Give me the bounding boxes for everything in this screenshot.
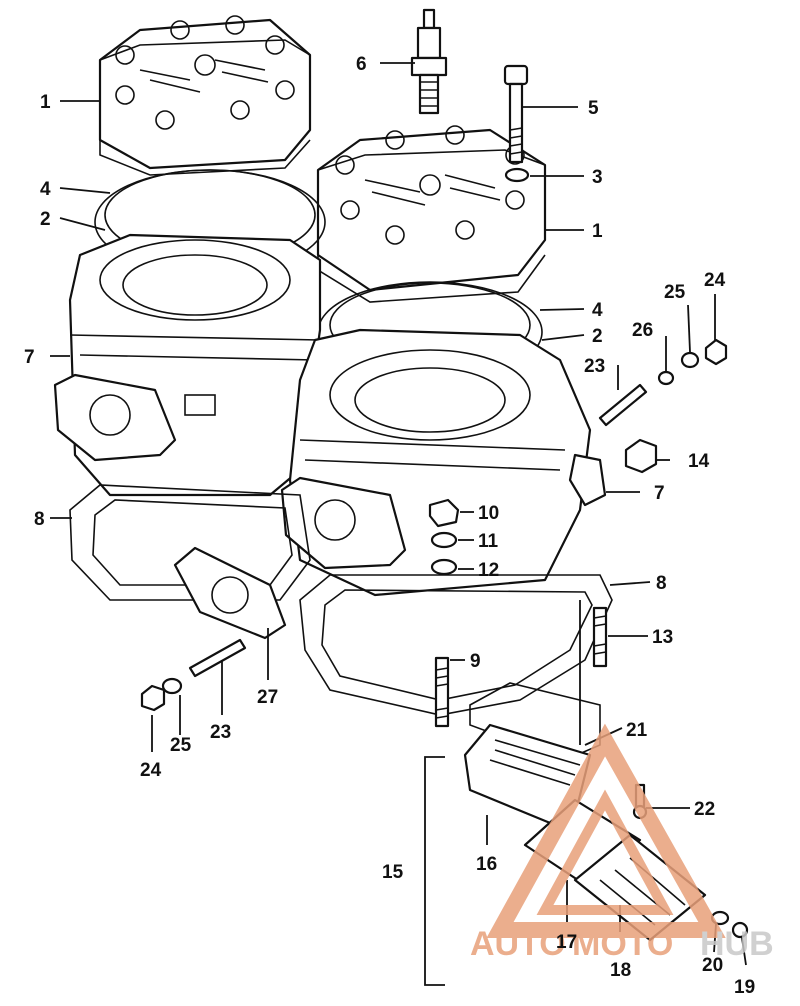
callout-24-left: 24: [140, 760, 162, 781]
right-exhaust-stud: [598, 383, 648, 427]
callout-labels: 1 4 2 6 5 3 1 4 2 24 25 26 23 7 14 7 8 1…: [24, 54, 755, 998]
right-cylinder-head: [316, 125, 547, 303]
reed-screw-19: [731, 921, 749, 939]
callout-10: 10: [478, 503, 499, 524]
callout-21: 21: [626, 720, 648, 741]
callout-17: 17: [556, 932, 577, 953]
callout-2-left: 2: [40, 209, 51, 230]
callout-1-left: 1: [40, 92, 51, 113]
callout-23-right: 23: [584, 356, 605, 377]
callout-26: 26: [632, 320, 653, 341]
spring-washer: [430, 558, 458, 576]
callout-25-left: 25: [170, 735, 192, 756]
callout-3: 3: [592, 167, 603, 188]
watermark-text-auto: AUTO: [470, 925, 566, 963]
left-base-gasket: [69, 484, 311, 601]
cylinder-stud: [434, 656, 450, 728]
left-nut-24: [140, 684, 166, 712]
callout-16: 16: [476, 854, 497, 875]
callout-27: 27: [257, 687, 278, 708]
callout-14: 14: [688, 451, 710, 472]
flange-nut: [624, 438, 658, 474]
callout-8-right: 8: [656, 573, 667, 594]
callout-9: 9: [470, 651, 481, 672]
head-bolt: [503, 64, 529, 164]
left-washer-25: [161, 677, 183, 695]
callout-23-left: 23: [210, 722, 231, 743]
right-cylinder: [280, 328, 607, 597]
head-washer: [504, 167, 530, 183]
right-nut-24: [704, 338, 728, 366]
assembly-bracket: [424, 756, 445, 986]
watermark-triangle-inner: [536, 789, 674, 915]
callout-6: 6: [356, 54, 367, 75]
callout-13: 13: [652, 627, 673, 648]
callout-4-right: 4: [592, 300, 603, 321]
callout-5: 5: [588, 98, 599, 119]
callout-22: 22: [694, 799, 715, 820]
callout-11: 11: [478, 531, 499, 552]
callout-7-left: 7: [24, 347, 35, 368]
exhaust-gasket: [173, 546, 287, 640]
left-cylinder: [53, 233, 322, 497]
callout-12: 12: [478, 560, 499, 581]
right-base-gasket: [299, 574, 613, 716]
watermark-logo: AUTO MOTO HUB: [470, 723, 774, 963]
right-washer-26: [657, 370, 675, 386]
callout-4-left: 4: [40, 179, 51, 200]
callout-20: 20: [702, 955, 723, 976]
left-cylinder-head: [98, 15, 312, 176]
callout-1-right: 1: [592, 221, 603, 242]
flat-washer: [430, 531, 458, 549]
callout-19: 19: [734, 977, 755, 998]
cylinder-nut: [428, 498, 460, 528]
callout-8-left: 8: [34, 509, 45, 530]
callout-18: 18: [610, 960, 631, 981]
watermark-text-moto: MOTO: [572, 925, 673, 963]
callout-15: 15: [382, 862, 404, 883]
callout-25-right: 25: [664, 282, 686, 303]
callout-24-right: 24: [704, 270, 726, 291]
callout-7-right: 7: [654, 483, 665, 504]
watermark-triangle: [486, 723, 726, 938]
left-exhaust-stud: [188, 638, 247, 678]
exhaust-stud: [592, 606, 608, 668]
right-washer-25: [680, 351, 700, 369]
callout-2-right: 2: [592, 326, 603, 347]
spark-plug: [410, 8, 448, 115]
watermark-text-hub: HUB: [700, 925, 774, 963]
